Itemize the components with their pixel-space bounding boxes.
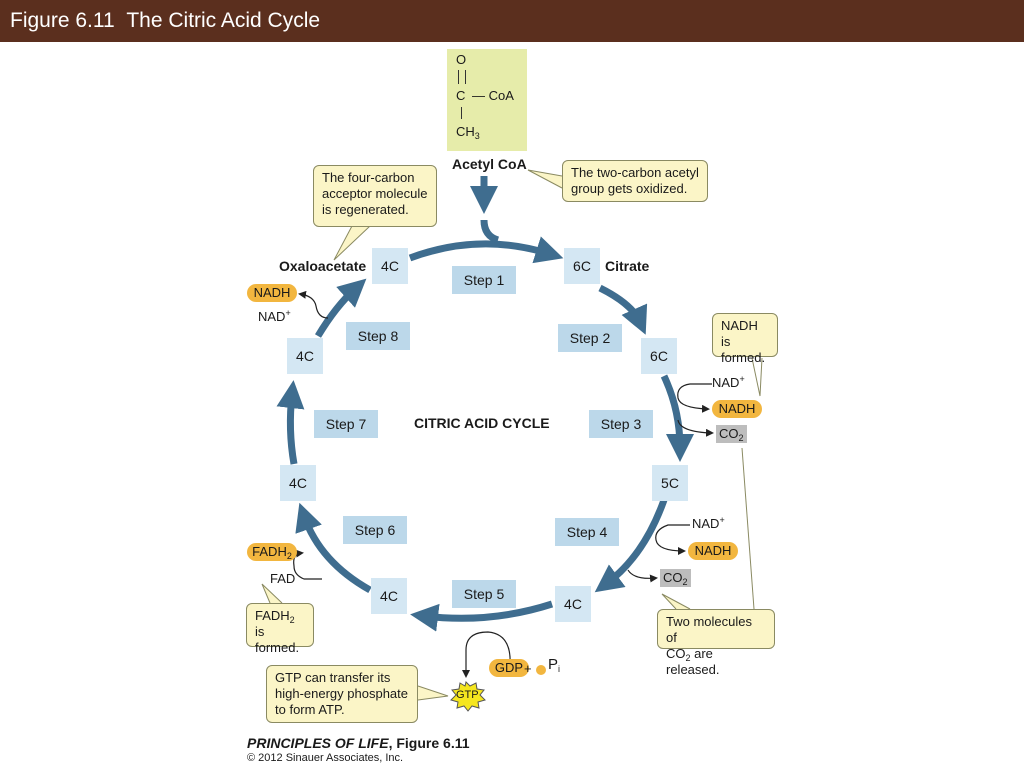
carbon-box-succinyl: 4C (555, 586, 591, 622)
carbon-atom: C (456, 88, 466, 103)
step-3: Step 3 (589, 410, 653, 438)
gtp-starburst (450, 681, 486, 712)
carbonyl-oxygen: O (456, 52, 467, 67)
nad-step3: NAD+ (712, 374, 745, 391)
nadh-step4: NADH (688, 542, 738, 560)
step-5: Step 5 (452, 580, 516, 608)
cycle-title: CITRIC ACID CYCLE (414, 415, 550, 431)
oxaloacetate-label: Oxaloacetate (279, 258, 367, 274)
carbon-box-isocitrate: 6C (641, 338, 677, 374)
pi-dot (536, 665, 546, 675)
coa-group: — CoA (472, 88, 514, 103)
acetyl-coa-label: Acetyl CoA (452, 156, 527, 172)
step-2: Step 2 (558, 324, 622, 352)
carbon-box-malate: 4C (287, 338, 323, 374)
nad-step8: NAD+ (258, 308, 291, 325)
plus-sign: + (524, 661, 532, 676)
gtp-label: GTP (456, 689, 479, 701)
nadh-formed-callout: NADH is formed. (712, 313, 778, 365)
citrate-label: Citrate (605, 258, 650, 274)
acetyl-coa-structure (447, 49, 527, 151)
step-4: Step 4 (555, 518, 619, 546)
carbon-box-fumarate: 4C (280, 465, 316, 501)
gtp-callout: GTP can transfer its high-energy phospha… (266, 665, 418, 723)
fadh2-formed-callout: FADH2 is formed. (246, 603, 314, 655)
phosphate-label: Pi (548, 656, 561, 674)
carbon-box-succinate: 4C (371, 578, 407, 614)
co2-step3: CO2 (716, 425, 747, 443)
acetyl-oxidized-callout: The two-carbon acetyl group gets oxidize… (562, 160, 708, 202)
gdp-step5: GDP (489, 659, 529, 677)
footer-book: PRINCIPLES OF LIFE, Figure 6.11 (247, 735, 470, 751)
methyl-group: CH3 (456, 124, 480, 141)
step-8: Step 8 (346, 322, 410, 350)
co2-step4: CO2 (660, 569, 691, 587)
nadh-step3: NADH (712, 400, 762, 418)
footer-copyright: © 2012 Sinauer Associates, Inc. (247, 752, 404, 764)
carbon-box-oxaloacetate: 4C (372, 248, 408, 284)
header-bar: Figure 6.11 The Citric Acid Cycle (0, 0, 1024, 42)
carbon-box-citrate: 6C (564, 248, 600, 284)
step-7: Step 7 (314, 410, 378, 438)
carbon-box-ketoglutarate: 5C (652, 465, 688, 501)
single-bond (461, 107, 462, 119)
acceptor-callout: The four-carbon acceptor molecule is reg… (313, 165, 437, 227)
double-bond (458, 70, 466, 84)
figure-title: Figure 6.11 The Citric Acid Cycle (10, 9, 321, 32)
fad-step6: FAD (270, 571, 296, 586)
nadh-step8: NADH (247, 284, 297, 302)
step-1: Step 1 (452, 266, 516, 294)
step-6: Step 6 (343, 516, 407, 544)
fadh2-step6: FADH2 (247, 543, 297, 561)
nad-step4: NAD+ (692, 515, 725, 532)
